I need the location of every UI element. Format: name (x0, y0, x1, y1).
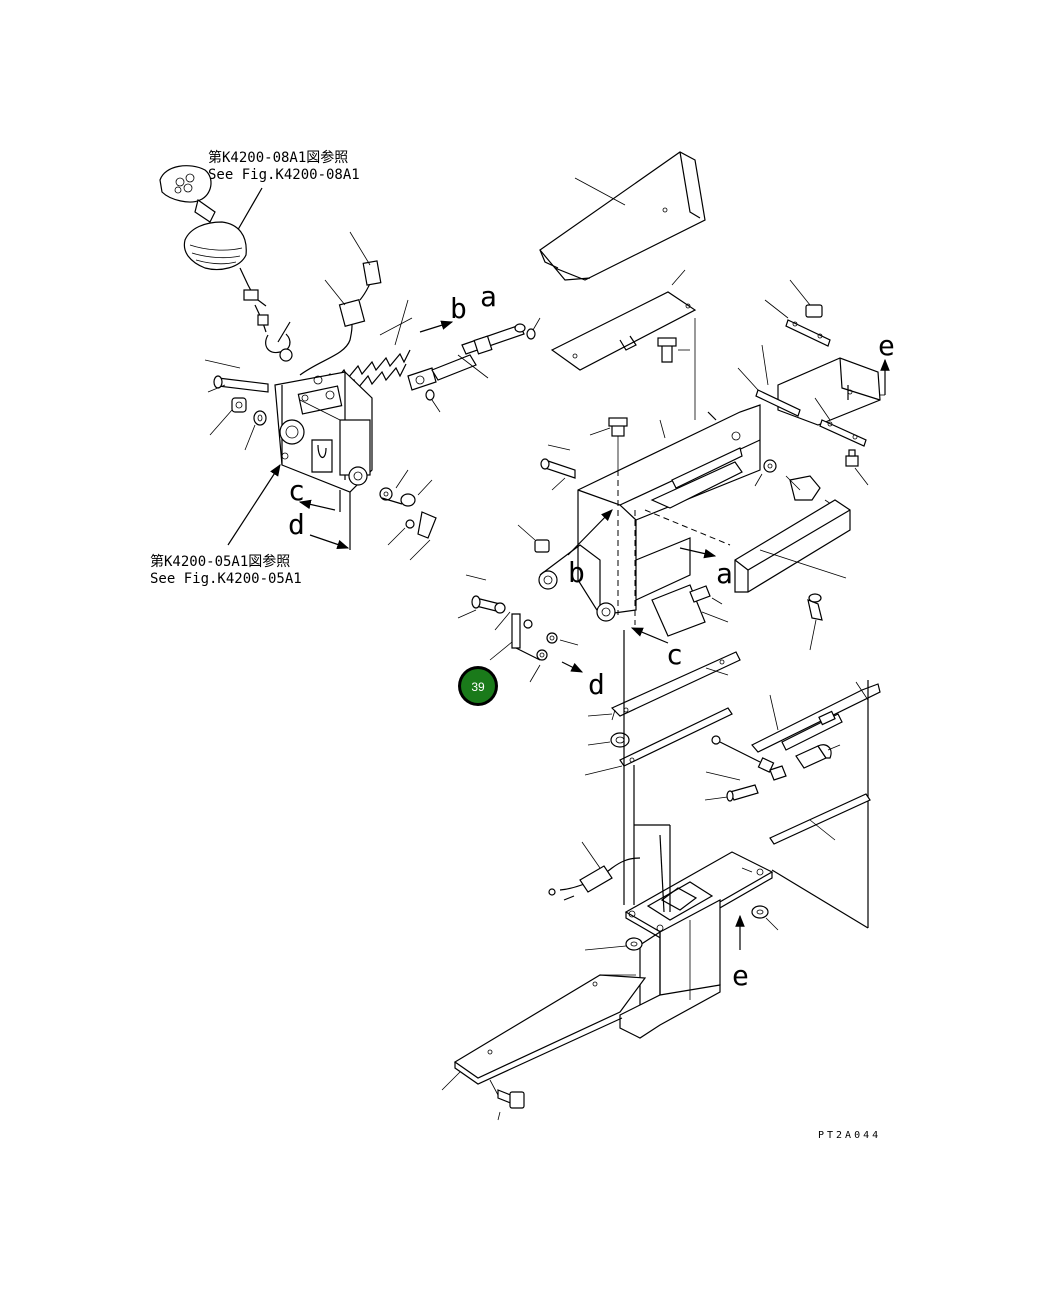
arrow-c-left (298, 499, 336, 511)
lever-housing-left (274, 371, 373, 493)
ref-top-jp: 第K4200-08A1図参照 (208, 149, 348, 166)
bolt-console-left (517, 444, 576, 553)
connector-cable (299, 231, 382, 376)
letter-b-1: b (450, 292, 467, 325)
bolt-panel (657, 337, 690, 363)
letter-e-2: e (732, 959, 749, 992)
cable-lower (548, 841, 641, 901)
pedestal-top-plate (624, 834, 774, 941)
callout-badge-label: 39 (471, 680, 485, 694)
letter-c-1: c (288, 474, 305, 507)
ref-bottom-en: See Fig.K4200-05A1 (150, 571, 302, 587)
decal-plates (651, 584, 729, 637)
console-main-body (538, 404, 761, 625)
arrow-a-console (679, 547, 717, 559)
rod-assembly (407, 317, 541, 413)
letter-b-2: b (568, 556, 585, 589)
guide-diag (771, 869, 869, 929)
letter-c-2: c (666, 638, 683, 671)
letter-a-1: a (480, 280, 497, 313)
arrow-d-left (309, 534, 350, 550)
joystick-lever (159, 165, 293, 362)
nuts-lower (584, 905, 779, 976)
letter-e-1: e (878, 329, 895, 362)
ref-top-en: See Fig.K4200-08A1 (208, 167, 360, 183)
side-channel (734, 499, 851, 651)
cable-end (704, 735, 787, 802)
right-rail-assembly (751, 680, 881, 928)
ref-bottom-jp: 第K4200-05A1図参照 (150, 553, 290, 570)
pedestal-column (619, 899, 721, 1039)
rail-right-lower (769, 793, 871, 845)
base-foot (441, 974, 647, 1121)
letter-a-2: a (716, 557, 733, 590)
arrow-b-console (567, 509, 613, 556)
rail-upper (587, 651, 741, 721)
letter-d-2: d (588, 668, 605, 701)
callout-badge[interactable] (461, 669, 495, 703)
left-bolts (204, 359, 269, 451)
ref-bottom-leader (227, 463, 281, 546)
mid-bolts (457, 574, 579, 683)
drawing-code: PT2A044 (818, 1130, 881, 1141)
arrow-d-mid (561, 661, 584, 673)
arrow-c-mid (630, 627, 669, 644)
housing-side-parts (379, 469, 437, 561)
right-bracket (737, 279, 890, 447)
rail-lower (584, 707, 733, 776)
right-bolts (754, 449, 869, 511)
console-top-cover (539, 151, 706, 281)
panel-plate (550, 269, 697, 420)
letter-d-1: d (288, 508, 305, 541)
